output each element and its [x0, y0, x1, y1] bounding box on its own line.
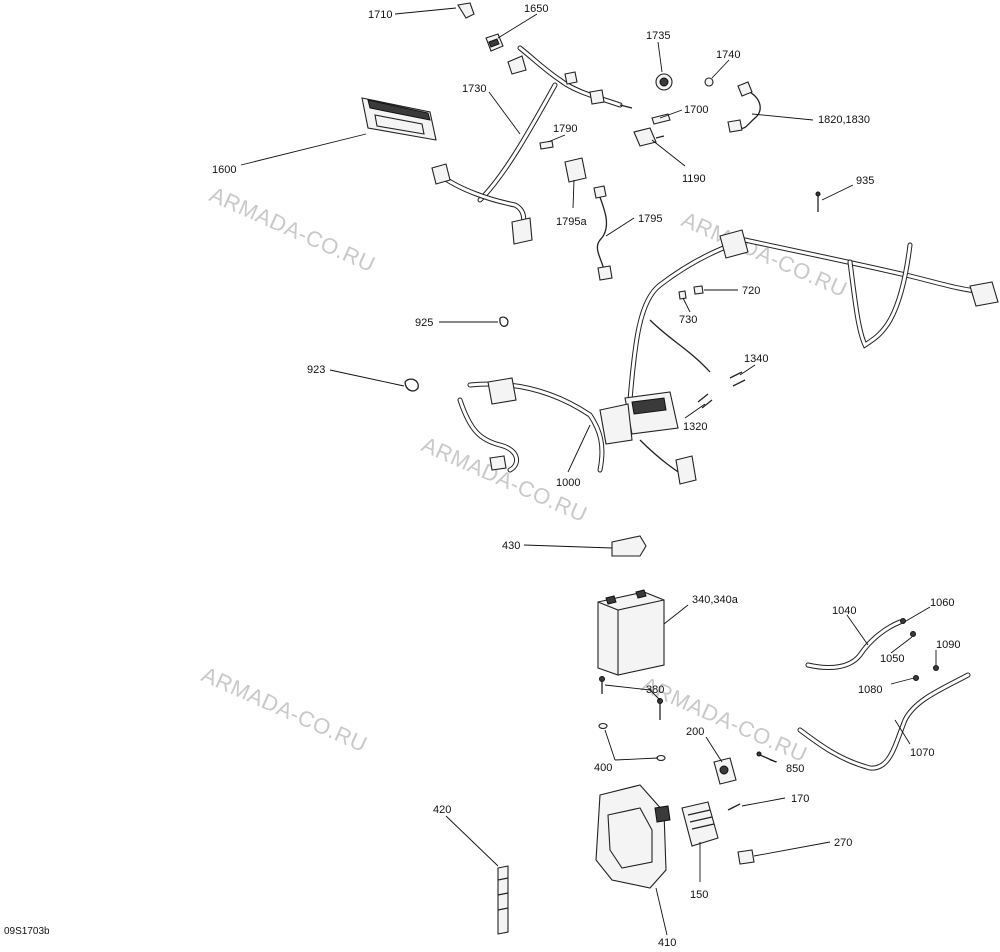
part-935-screw[interactable]	[815, 191, 821, 212]
part-430-bracket[interactable]	[611, 535, 647, 557]
part-340-battery[interactable]	[597, 589, 665, 676]
callout-1050[interactable]: 1050	[880, 653, 904, 665]
part-270-connector[interactable]	[737, 849, 755, 865]
part-730-clip[interactable]	[678, 290, 687, 300]
callout-1090[interactable]: 1090	[936, 639, 960, 651]
callout-1070[interactable]: 1070	[910, 747, 934, 759]
part-1050-nut[interactable]	[910, 631, 916, 637]
watermark-4: ARMADA-CO.RU	[198, 662, 371, 757]
callout-1320[interactable]: 1320	[683, 421, 707, 433]
part-1710-connector[interactable]	[457, 2, 475, 19]
callout-1735[interactable]: 1735	[646, 30, 670, 42]
part-170-screw[interactable]	[727, 803, 741, 811]
callout-1710[interactable]: 1710	[368, 9, 392, 21]
callout-850[interactable]: 850	[786, 763, 804, 775]
callout-430[interactable]: 430	[502, 540, 520, 552]
part-1320-screw[interactable]	[697, 393, 713, 409]
part-150-regulator[interactable]	[681, 801, 719, 847]
callout-1700[interactable]: 1700	[684, 104, 708, 116]
part-923-cable-tie[interactable]	[404, 378, 419, 392]
callout-1040[interactable]: 1040	[832, 605, 856, 617]
part-1600-gauge-cluster[interactable]	[361, 97, 437, 141]
part-410-battery-tray[interactable]	[595, 784, 671, 889]
callout-1000[interactable]: 1000	[556, 477, 580, 489]
callout-1600[interactable]: 1600	[212, 164, 236, 176]
part-925-cable-tie[interactable]	[499, 316, 509, 327]
callout-380[interactable]: 380	[646, 684, 664, 696]
diagram-code: 09S1703b	[4, 926, 50, 937]
leader-lines	[240, 7, 937, 936]
callout-410[interactable]: 410	[658, 937, 676, 949]
callout-170[interactable]: 170	[791, 793, 809, 805]
callout-200[interactable]: 200	[686, 726, 704, 738]
callout-1080[interactable]: 1080	[858, 684, 882, 696]
callout-935[interactable]: 935	[856, 175, 874, 187]
part-1790-fuse[interactable]	[539, 140, 554, 150]
callout-923[interactable]: 923	[307, 364, 325, 376]
callout-1820-1830[interactable]: 1820,1830	[818, 114, 870, 126]
part-1040-cable[interactable]	[805, 619, 903, 670]
part-380-bolt[interactable]	[599, 676, 663, 721]
part-1820-1830-tether[interactable]	[727, 81, 761, 133]
callout-270[interactable]: 270	[834, 837, 852, 849]
callout-420[interactable]: 420	[433, 804, 451, 816]
part-1000-main-harness[interactable]	[457, 229, 999, 485]
part-1650-switch[interactable]	[485, 33, 504, 52]
callout-150[interactable]: 150	[690, 889, 708, 901]
callout-labels: 1710 1650 1735 1740 1730 1700 1820,1830 …	[212, 3, 960, 949]
part-1795-harness[interactable]	[593, 185, 613, 281]
callout-1740[interactable]: 1740	[716, 49, 740, 61]
callout-340-340a[interactable]: 340,340a	[692, 594, 739, 606]
part-1730-dash-harness[interactable]	[431, 45, 633, 245]
part-1070-cable[interactable]	[797, 672, 971, 771]
callout-925[interactable]: 925	[415, 317, 433, 329]
part-200-solenoid[interactable]	[713, 757, 737, 785]
callout-1340[interactable]: 1340	[744, 353, 768, 365]
callout-1730[interactable]: 1730	[462, 83, 486, 95]
part-1740-nut[interactable]	[704, 77, 714, 87]
watermark-1: ARMADA-CO.RU	[206, 182, 379, 277]
callout-720[interactable]: 720	[742, 285, 760, 297]
part-1795a-relay[interactable]	[564, 157, 587, 183]
part-1190-connector[interactable]	[633, 127, 665, 147]
fuse-box	[599, 391, 679, 445]
callout-1790[interactable]: 1790	[553, 123, 577, 135]
callout-1650[interactable]: 1650	[524, 3, 548, 15]
callout-1795[interactable]: 1795	[638, 213, 662, 225]
part-420-strap[interactable]	[497, 865, 509, 935]
part-720-clip[interactable]	[693, 285, 704, 295]
callout-1190[interactable]: 1190	[682, 173, 706, 185]
part-1090-nut[interactable]	[933, 665, 939, 671]
part-1080-nut[interactable]	[913, 675, 919, 681]
callout-730[interactable]: 730	[679, 314, 697, 326]
watermarks: ARMADA-CO.RU ARMADA-CO.RU ARMADA-CO.RU A…	[198, 182, 851, 767]
part-1060-nut[interactable]	[900, 618, 906, 624]
callout-1795a[interactable]: 1795a	[556, 216, 587, 228]
callout-400[interactable]: 400	[594, 762, 612, 774]
part-1735-ignition[interactable]	[655, 73, 673, 91]
callout-1060[interactable]: 1060	[930, 597, 954, 609]
part-1700-key[interactable]	[651, 113, 671, 125]
part-1340-screw[interactable]	[729, 371, 746, 387]
